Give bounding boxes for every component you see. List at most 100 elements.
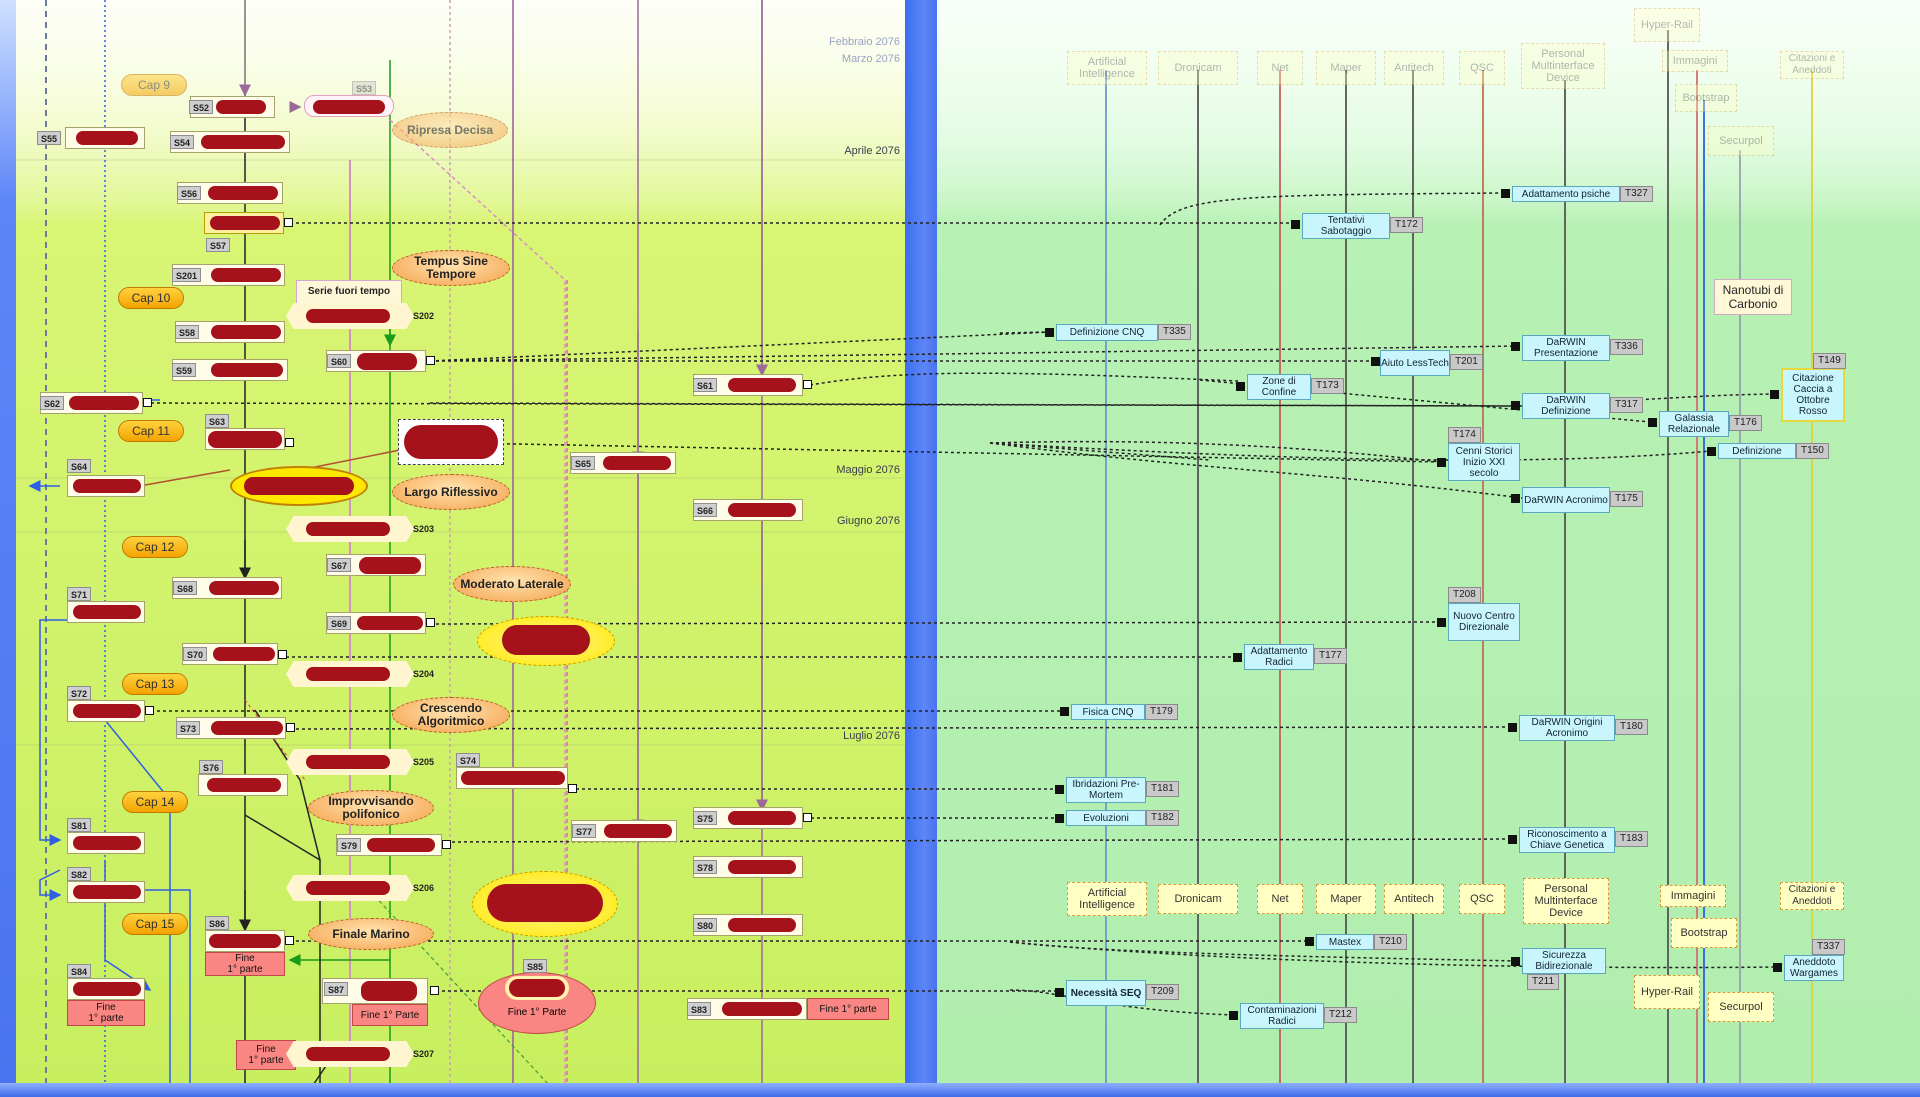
- lane-header[interactable]: Hyper-Rail: [1634, 8, 1700, 42]
- topic-box[interactable]: Ibridazioni Pre-Mortem: [1066, 777, 1146, 803]
- scene-block[interactable]: [172, 359, 288, 381]
- lane-header[interactable]: Antitech: [1384, 884, 1444, 914]
- scene-highlight[interactable]: [472, 871, 618, 937]
- topic-box[interactable]: Aiuto LessTech: [1380, 350, 1450, 376]
- topic-box[interactable]: Evoluzioni: [1066, 810, 1146, 826]
- topic-box[interactable]: Riconoscimento a Chiave Genetica: [1519, 827, 1615, 853]
- scene-block[interactable]: [693, 914, 803, 936]
- scene-block[interactable]: [67, 700, 145, 722]
- topic-box[interactable]: Necessità SEQ: [1066, 980, 1146, 1006]
- topic-box[interactable]: Adattamento Radici: [1244, 644, 1314, 670]
- scene-block[interactable]: [176, 717, 286, 739]
- ending-block[interactable]: Fine 1° Parte: [352, 1004, 428, 1026]
- scene-block[interactable]: [40, 392, 143, 414]
- lane-header[interactable]: Immagini: [1662, 50, 1728, 72]
- lane-header[interactable]: Hyper-Rail: [1634, 975, 1700, 1009]
- scene-block[interactable]: [693, 374, 803, 396]
- ending-block[interactable]: Fine 1° parte: [236, 1040, 296, 1070]
- scene-block[interactable]: [322, 978, 428, 1004]
- scene-block[interactable]: [693, 499, 803, 521]
- scene-block[interactable]: [67, 881, 145, 903]
- mood-ellipse[interactable]: Largo Riflessivo: [392, 474, 510, 510]
- lane-header[interactable]: Citazioni e Aneddoti: [1780, 51, 1844, 79]
- scene-block[interactable]: [687, 998, 807, 1020]
- topic-box[interactable]: Citazione Caccia a Ottobre Rosso: [1781, 368, 1845, 422]
- chapter-badge[interactable]: Cap 10: [118, 287, 184, 309]
- lane-header[interactable]: Bootstrap: [1671, 918, 1737, 948]
- lane-header[interactable]: Maper: [1316, 51, 1376, 85]
- chapter-badge[interactable]: Cap 15: [122, 913, 188, 935]
- lane-header[interactable]: QSC: [1459, 884, 1505, 914]
- lane-header[interactable]: Artificial Intelligence: [1067, 882, 1147, 916]
- chapter-badge[interactable]: Cap 12: [122, 536, 188, 558]
- topic-box[interactable]: Sicurezza Bidirezionale: [1522, 948, 1606, 974]
- lane-header[interactable]: Securpol: [1708, 126, 1774, 156]
- scene-hex[interactable]: [286, 749, 414, 775]
- mood-ellipse[interactable]: Tempus Sine Tempore: [392, 250, 510, 286]
- topic-note[interactable]: Nanotubi di Carbonio: [1714, 279, 1792, 315]
- topic-box[interactable]: Aneddoto Wargames: [1784, 955, 1844, 981]
- topic-box[interactable]: Tentativi Sabotaggio: [1302, 213, 1390, 239]
- scene-block-large[interactable]: [398, 419, 504, 465]
- lane-header[interactable]: Dronicam: [1158, 884, 1238, 914]
- scene-block[interactable]: [172, 577, 282, 599]
- scene-block[interactable]: [67, 978, 145, 1000]
- lane-header[interactable]: Bootstrap: [1675, 84, 1737, 112]
- ending-block[interactable]: Fine 1° parte: [205, 952, 285, 976]
- scene-hex[interactable]: [286, 1041, 414, 1067]
- lane-header[interactable]: Personal Multinterface Device: [1523, 878, 1609, 924]
- scene-highlight[interactable]: [477, 616, 615, 666]
- topic-box[interactable]: DaRWIN Definizione: [1522, 393, 1610, 419]
- chapter-badge[interactable]: Cap 9: [121, 74, 187, 96]
- topic-box[interactable]: Cenni Storici Inizio XXI secolo: [1448, 443, 1520, 481]
- scene-hex[interactable]: [286, 516, 414, 542]
- ending-block[interactable]: Fine 1° parte: [807, 998, 889, 1020]
- topic-box[interactable]: Contaminazioni Radici: [1240, 1003, 1324, 1029]
- lane-header[interactable]: Dronicam: [1158, 51, 1238, 85]
- chapter-badge[interactable]: Cap 11: [118, 420, 184, 442]
- mood-ellipse[interactable]: Ripresa Decisa: [392, 112, 508, 148]
- scene-block[interactable]: [170, 131, 290, 153]
- scene-block[interactable]: [304, 95, 394, 117]
- topic-box[interactable]: Zone di Confine: [1247, 374, 1311, 400]
- lane-header[interactable]: Securpol: [1708, 992, 1774, 1022]
- lane-header[interactable]: Artificial Intelligence: [1067, 51, 1147, 85]
- topic-box[interactable]: Definizione: [1718, 443, 1796, 459]
- scene-block[interactable]: [336, 834, 442, 856]
- scene-block[interactable]: [204, 212, 284, 234]
- chapter-badge[interactable]: Cap 14: [122, 791, 188, 813]
- scene-block[interactable]: [205, 428, 285, 450]
- topic-box[interactable]: Definizione CNQ: [1056, 324, 1158, 341]
- lane-header[interactable]: Personal Multinterface Device: [1521, 43, 1605, 89]
- mood-ellipse[interactable]: Moderato Laterale: [453, 566, 571, 602]
- topic-box[interactable]: DaRWIN Presentazione: [1522, 335, 1610, 361]
- topic-box[interactable]: DaRWIN Acronimo: [1522, 487, 1610, 513]
- ending-ellipse[interactable]: Fine 1° Parte: [478, 972, 596, 1034]
- lane-header[interactable]: Antitech: [1384, 51, 1444, 85]
- lane-header[interactable]: Immagini: [1660, 885, 1726, 907]
- scene-block[interactable]: [693, 807, 803, 829]
- topic-box[interactable]: DaRWIN Origini Acronimo: [1519, 715, 1615, 741]
- scene-block[interactable]: [570, 452, 676, 474]
- series-note[interactable]: Serie fuori tempo: [296, 280, 402, 304]
- scene-highlight[interactable]: [230, 466, 368, 506]
- chapter-badge[interactable]: Cap 13: [122, 673, 188, 695]
- bottom-scrollbar[interactable]: [0, 1083, 1920, 1097]
- topic-box[interactable]: Fisica CNQ: [1071, 704, 1145, 720]
- scene-block[interactable]: [67, 601, 145, 623]
- scene-block[interactable]: [571, 820, 677, 842]
- scene-block[interactable]: [175, 321, 285, 343]
- scene-block[interactable]: [198, 774, 288, 796]
- ending-block[interactable]: Fine 1° parte: [67, 1000, 145, 1026]
- topic-box[interactable]: Mastex: [1316, 934, 1374, 950]
- lane-header[interactable]: Net: [1257, 51, 1303, 85]
- mood-ellipse[interactable]: Finale Marino: [308, 918, 434, 950]
- topic-box[interactable]: Adattamento psiche: [1512, 186, 1620, 202]
- scene-hex[interactable]: [286, 875, 414, 901]
- mood-ellipse[interactable]: Crescendo Algoritmico: [392, 697, 510, 733]
- lane-header[interactable]: QSC: [1459, 51, 1505, 85]
- scene-block[interactable]: [67, 832, 145, 854]
- scene-block[interactable]: [67, 475, 145, 497]
- scene-hex[interactable]: [286, 661, 414, 687]
- lane-header[interactable]: Citazioni e Aneddoti: [1780, 882, 1844, 910]
